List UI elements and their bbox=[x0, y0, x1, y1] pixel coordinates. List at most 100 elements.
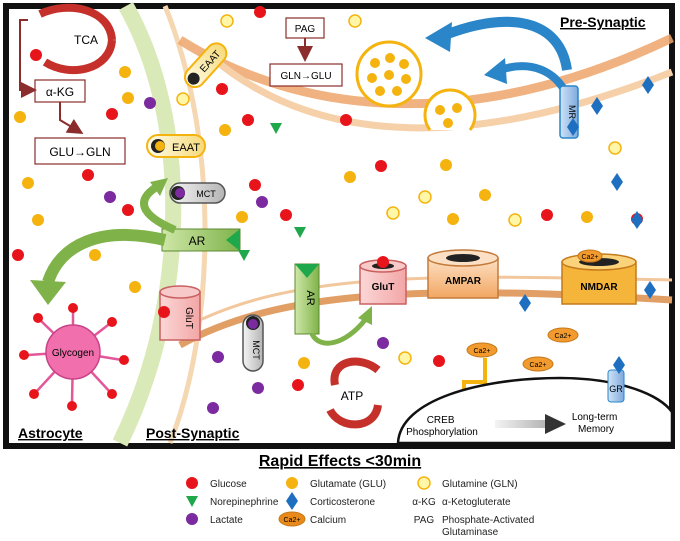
atp-cycle: ATP bbox=[326, 357, 382, 429]
legend-label: Corticosterone bbox=[310, 497, 375, 508]
lactate-molecule bbox=[104, 191, 116, 203]
glutamine-molecule bbox=[176, 92, 190, 106]
tca-to-akg-arrow bbox=[19, 19, 37, 98]
legend-swatch-lactate bbox=[186, 513, 198, 525]
glutamine-molecule bbox=[386, 206, 400, 220]
ampar-receptor: AMPAR bbox=[427, 249, 499, 299]
creb-to-memory-arrowhead bbox=[545, 414, 566, 434]
norepinephrine-molecule bbox=[270, 123, 282, 134]
ar-to-glycogen-arrow bbox=[42, 228, 167, 285]
mr-arrow-bottom-head bbox=[484, 58, 507, 84]
ar-receptor-postsynaptic: AR bbox=[294, 263, 320, 335]
svg-text:Ca2+: Ca2+ bbox=[555, 333, 572, 340]
lactate-molecule bbox=[144, 97, 156, 109]
glutamate-molecule bbox=[447, 213, 459, 225]
calcium-ion-2: Ca2+ bbox=[547, 327, 579, 343]
norepinephrine-molecule bbox=[238, 250, 250, 261]
tca-label: TCA bbox=[74, 33, 98, 47]
mct-transporter-astrocyte: MCT bbox=[169, 182, 226, 204]
eaat-transporter-top: EAAT bbox=[183, 42, 228, 89]
molecule-layer bbox=[12, 6, 656, 414]
svg-text:GluT: GluT bbox=[372, 282, 395, 293]
glucose-molecule bbox=[30, 49, 42, 61]
glutamine-molecule bbox=[608, 141, 622, 155]
legend-label: Glutamine (GLN) bbox=[442, 479, 518, 490]
svg-text:NMDAR: NMDAR bbox=[580, 282, 618, 293]
glutamate-molecule bbox=[440, 159, 452, 171]
legend-label: α-Ketogluterate bbox=[442, 497, 511, 508]
legend-label: Calcium bbox=[310, 515, 346, 526]
glutamate-molecule bbox=[219, 124, 231, 136]
astrocyte-membrane bbox=[112, 2, 182, 447]
glucose-molecule bbox=[280, 209, 292, 221]
glucose-molecule bbox=[375, 160, 387, 172]
glutamate-molecule bbox=[581, 211, 593, 223]
glucose-molecule bbox=[541, 209, 553, 221]
glutamate-molecule bbox=[32, 214, 44, 226]
corticosterone-molecule bbox=[519, 294, 531, 312]
lactate-molecule bbox=[377, 337, 389, 349]
lactate-molecule bbox=[256, 196, 268, 208]
svg-text:GR: GR bbox=[609, 384, 623, 394]
legend-prefix: PAG bbox=[414, 515, 435, 526]
svg-text:AMPAR: AMPAR bbox=[445, 276, 482, 287]
glu-gln-label: GLU→GLN bbox=[49, 145, 110, 159]
presynaptic-label: Pre-Synaptic bbox=[560, 14, 646, 30]
glutamate-molecule bbox=[129, 281, 141, 293]
glycogen-label: Glycogen bbox=[52, 348, 94, 359]
ltm-label: Long-term Memory bbox=[572, 412, 620, 435]
calcium-ion-1: Ca2+ bbox=[466, 342, 498, 358]
legend-item-lactate: Lactate bbox=[186, 513, 243, 526]
lactate-molecule bbox=[207, 402, 219, 414]
corticosterone-molecule bbox=[642, 76, 654, 94]
glucose-molecule bbox=[12, 249, 24, 261]
glucose-molecule bbox=[254, 6, 266, 18]
creb-label: CREB Phosphorylation bbox=[406, 415, 478, 438]
svg-text:Ca2+: Ca2+ bbox=[474, 348, 491, 355]
tca-cycle-top bbox=[38, 3, 116, 41]
glut-transporter-postsynaptic: GluT bbox=[359, 256, 407, 305]
glucose-molecule bbox=[122, 204, 134, 216]
gln-glu-box bbox=[269, 63, 343, 87]
legend-swatch-corticosterone bbox=[286, 492, 298, 510]
glutamine-molecule bbox=[418, 190, 432, 204]
vesicle-fusing bbox=[423, 88, 477, 131]
glucose-molecule bbox=[106, 108, 118, 120]
astrocyte-label: Astrocyte bbox=[18, 425, 83, 441]
corticosterone-molecule bbox=[613, 356, 625, 374]
glutamate-molecule bbox=[14, 111, 26, 123]
figure-title: Rapid Effects <30min bbox=[259, 453, 421, 470]
ar-to-mct-arrowhead bbox=[150, 178, 168, 196]
gln-glu-label: GLN→GLU bbox=[280, 71, 331, 82]
ar-to-glut-arrow bbox=[309, 318, 367, 346]
glucose-molecule bbox=[340, 114, 352, 126]
ar-to-glut-arrowhead bbox=[358, 306, 372, 325]
legend-prefix: α-KG bbox=[412, 497, 436, 508]
glutamate-molecule bbox=[344, 171, 356, 183]
lactate-molecule bbox=[212, 351, 224, 363]
legend-swatch-glutamine bbox=[417, 476, 431, 490]
legend-label: Glutamate (GLU) bbox=[310, 479, 386, 490]
svg-text:ATP: ATP bbox=[341, 389, 363, 403]
svg-text:Ca2+: Ca2+ bbox=[284, 517, 301, 524]
akg-to-glu-arrow bbox=[59, 102, 84, 135]
glutamate-molecule bbox=[479, 189, 491, 201]
norepinephrine-molecule bbox=[294, 227, 306, 238]
glucose-molecule bbox=[242, 114, 254, 126]
corticosterone-molecule bbox=[631, 211, 643, 229]
legend-swatch-norepinephrine bbox=[186, 496, 198, 507]
ar-to-mct-arrow bbox=[140, 182, 177, 234]
pag-label: PAG bbox=[295, 24, 316, 35]
svg-text:AR: AR bbox=[304, 290, 316, 305]
corticosterone-molecule bbox=[591, 97, 603, 115]
ar-to-glycogen-arrowhead bbox=[30, 280, 66, 305]
nmdar-receptor: Ca2+ NMDAR bbox=[561, 249, 637, 305]
creb-to-memory-arrow bbox=[495, 420, 545, 428]
lactate-molecule bbox=[252, 382, 264, 394]
legend-label: Glucose bbox=[210, 479, 247, 490]
legend-label: Lactate bbox=[210, 515, 243, 526]
corticosterone-molecule bbox=[611, 173, 623, 191]
